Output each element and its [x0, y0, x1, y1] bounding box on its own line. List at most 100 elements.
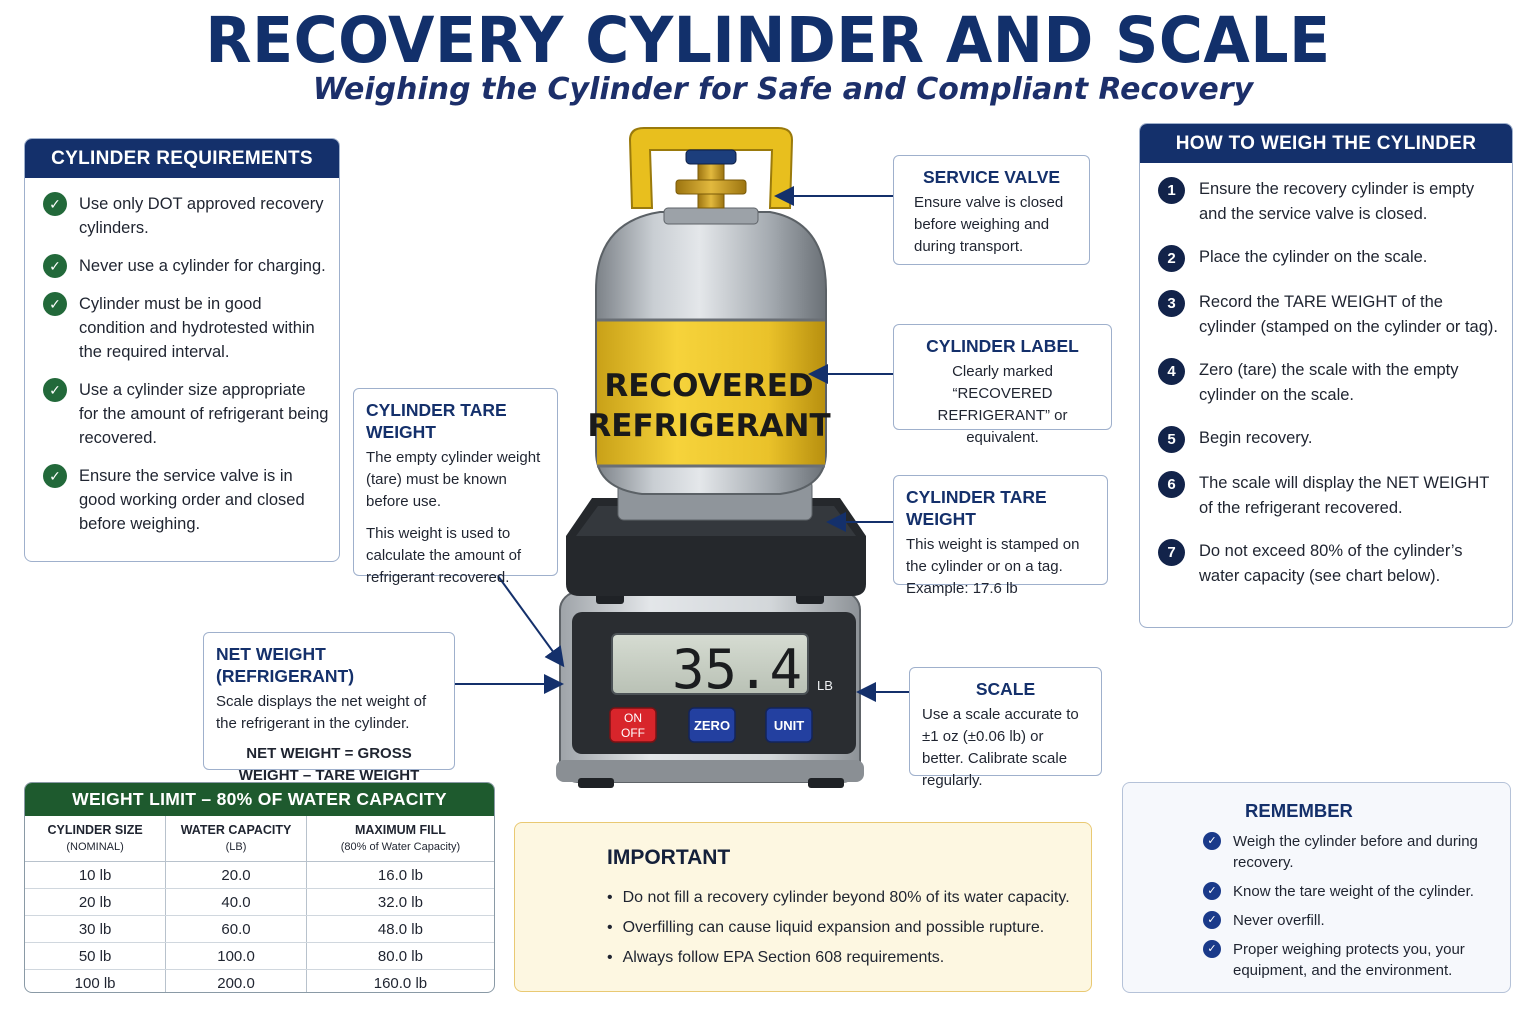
- list-item: Always follow EPA Section 608 requiremen…: [607, 947, 1070, 969]
- list-item: ✓ Proper weighing protects you, your equi…: [1203, 939, 1510, 981]
- callout-text: Clearly marked “RECOVERED REFRIGERANT” o…: [937, 363, 1068, 446]
- check-icon: ✓: [1203, 911, 1221, 929]
- steps-heading: HOW TO WEIGH THE CYLINDER: [1140, 124, 1512, 163]
- cylinder-label-line1: RECOVERED: [604, 368, 813, 404]
- requirement-text: Ensure the service valve is in good work…: [79, 467, 305, 533]
- step-number: 2: [1158, 245, 1185, 272]
- column-header: MAXIMUM FILL(80% of Water Capacity): [306, 816, 494, 862]
- step-text: Ensure the recovery cylinder is empty an…: [1199, 180, 1475, 223]
- callout-text: This weight is stamped on the cylinder o…: [906, 536, 1080, 597]
- net-weight-callout: NET WEIGHT (REFRIGERANT) Scale displays …: [203, 632, 455, 784]
- step-item: 5 Begin recovery.: [1158, 426, 1502, 453]
- requirement-text: Cylinder must be in good condition and h…: [79, 295, 315, 361]
- remember-text: Weigh the cylinder before and during rec…: [1233, 833, 1478, 871]
- weight-table-heading: WEIGHT LIMIT – 80% OF WATER CAPACITY: [25, 783, 494, 816]
- cylinder-label-line2: REFRIGERANT: [587, 408, 830, 444]
- requirements-heading: CYLINDER REQUIREMENTS: [25, 139, 339, 178]
- tare-weight-right-callout: CYLINDER TARE WEIGHT This weight is stam…: [893, 475, 1108, 597]
- check-icon: ✓: [1203, 832, 1221, 850]
- check-icon: ✓: [1203, 882, 1221, 900]
- remember-panel: REMEMBER ✓ Weigh the cylinder before and …: [1122, 782, 1511, 993]
- step-number: 7: [1158, 539, 1185, 566]
- step-text: The scale will display the NET WEIGHT of…: [1199, 474, 1490, 517]
- remember-text: Never overfill.: [1233, 912, 1325, 929]
- unit-button[interactable]: UNIT: [765, 707, 813, 743]
- callout-title: SCALE: [975, 679, 1036, 699]
- check-icon: ✓: [43, 292, 67, 316]
- step-item: 1 Ensure the recovery cylinder is empty a…: [1158, 177, 1502, 227]
- cylinder-requirements-panel: CYLINDER REQUIREMENTS ✓ Use only DOT appr…: [24, 138, 340, 562]
- requirement-text: Use a cylinder size appropriate for the …: [79, 381, 329, 447]
- check-icon: ✓: [43, 192, 67, 216]
- step-text: Place the cylinder on the scale.: [1199, 248, 1428, 266]
- important-heading: IMPORTANT: [607, 846, 731, 869]
- callout-text: Ensure valve is closed before weighing a…: [914, 194, 1064, 255]
- check-icon: ✓: [1203, 940, 1221, 958]
- step-number: 1: [1158, 177, 1185, 204]
- callout-text: Scale displays the net weight of the ref…: [216, 693, 427, 732]
- callout-title: NET WEIGHT (REFRIGERANT): [216, 644, 355, 686]
- list-item: ✓Ensure the service valve is in good wor…: [43, 464, 329, 536]
- how-to-weigh-panel: HOW TO WEIGH THE CYLINDER 1 Ensure the re…: [1139, 123, 1513, 628]
- zero-button[interactable]: ZERO: [688, 707, 736, 743]
- scale-unit: LB: [817, 678, 833, 693]
- weight-limit-table-panel: WEIGHT LIMIT – 80% OF WATER CAPACITY CYL…: [24, 782, 495, 993]
- scale-callout: SCALE Use a scale accurate to ±1 oz (±0.…: [909, 667, 1102, 789]
- list-item: Overfilling can cause liquid expansion a…: [607, 917, 1070, 939]
- callout-title: CYLINDER TARE WEIGHT: [366, 400, 507, 442]
- list-item: ✓ Use only DOT approved recovery cylinder…: [43, 192, 329, 240]
- callout-arrows: [455, 186, 909, 702]
- tare-weight-left-callout: CYLINDER TARE WEIGHT The empty cylinder …: [353, 388, 558, 586]
- important-panel: IMPORTANT Do not fill a recovery cylinde…: [514, 822, 1092, 992]
- list-item: ✓Know the tare weight of the cylinder.: [1203, 881, 1510, 902]
- list-item: ✓ Never use a cylinder for charging.: [43, 254, 329, 278]
- unit-label: UNIT: [774, 718, 804, 733]
- recovery-cylinder: [595, 127, 827, 521]
- list-item: ✓ Never overfill.: [1203, 910, 1510, 931]
- callout-text: This weight is used to calculate the amo…: [366, 525, 522, 586]
- list-item: ✓ Use a cylinder size appropriate for the…: [43, 378, 329, 450]
- list-item: ✓ Cylinder must be in good condition and …: [43, 292, 329, 364]
- callout-text: Use a scale accurate to ±1 oz (±0.06 lb)…: [922, 706, 1079, 789]
- step-text: Zero (tare) the scale with the empty cyl…: [1199, 361, 1459, 404]
- column-header: WATER CAPACITY(LB): [165, 816, 307, 862]
- list-item: Do not fill a recovery cylinder beyond 8…: [607, 887, 1070, 909]
- step-item: 4 Zero (tare) the scale with the empty cy…: [1158, 358, 1502, 408]
- step-text: Record the TARE WEIGHT of the cylinder (…: [1199, 293, 1498, 336]
- step-number: 4: [1158, 358, 1185, 385]
- on-label: ON: [624, 711, 642, 725]
- step-item: 6 The scale will display the NET WEIGHT o…: [1158, 471, 1502, 521]
- step-item: 3 Record the TARE WEIGHT of the cylinder …: [1158, 290, 1502, 340]
- remember-text: Proper weighing protects you, your equip…: [1233, 941, 1465, 979]
- check-icon: ✓: [43, 378, 67, 402]
- service-valve-callout: SERVICE VALVE Ensure valve is closed bef…: [893, 155, 1090, 265]
- requirement-text: Never use a cylinder for charging.: [79, 257, 326, 275]
- step-item: 2 Place the cylinder on the scale.: [1158, 245, 1502, 272]
- on-off-button[interactable]: ON OFF: [609, 707, 657, 743]
- callout-title: CYLINDER LABEL: [926, 336, 1079, 356]
- scale-reading: 35.4: [672, 638, 802, 701]
- callout-title: SERVICE VALVE: [922, 167, 1061, 187]
- column-header: CYLINDER SIZE(NOMINAL): [25, 816, 167, 862]
- requirement-text: Use only DOT approved recovery cylinders…: [79, 195, 324, 237]
- page-title: RECOVERY CYLINDER AND SCALE: [205, 4, 1331, 78]
- step-number: 6: [1158, 471, 1185, 498]
- step-number: 3: [1158, 290, 1185, 317]
- net-weight-formula: NET WEIGHT = GROSS WEIGHT – TARE WEIGHT: [238, 745, 420, 784]
- weight-limit-table: CYLINDER SIZE(NOMINAL) WATER CAPACITY(LB…: [25, 816, 494, 992]
- step-number: 5: [1158, 426, 1185, 453]
- page-subtitle: Weighing the Cylinder for Safe and Compl…: [312, 72, 1254, 107]
- step-text: Begin recovery.: [1199, 429, 1313, 447]
- cylinder-label-callout: CYLINDER LABEL Clearly marked “RECOVERED…: [893, 324, 1112, 446]
- remember-heading: REMEMBER: [1245, 800, 1353, 821]
- off-label: OFF: [621, 726, 645, 740]
- zero-label: ZERO: [694, 718, 730, 733]
- check-icon: ✓: [43, 254, 67, 278]
- list-item: ✓ Weigh the cylinder before and during re…: [1203, 831, 1510, 873]
- callout-text: The empty cylinder weight (tare) must be…: [366, 449, 541, 510]
